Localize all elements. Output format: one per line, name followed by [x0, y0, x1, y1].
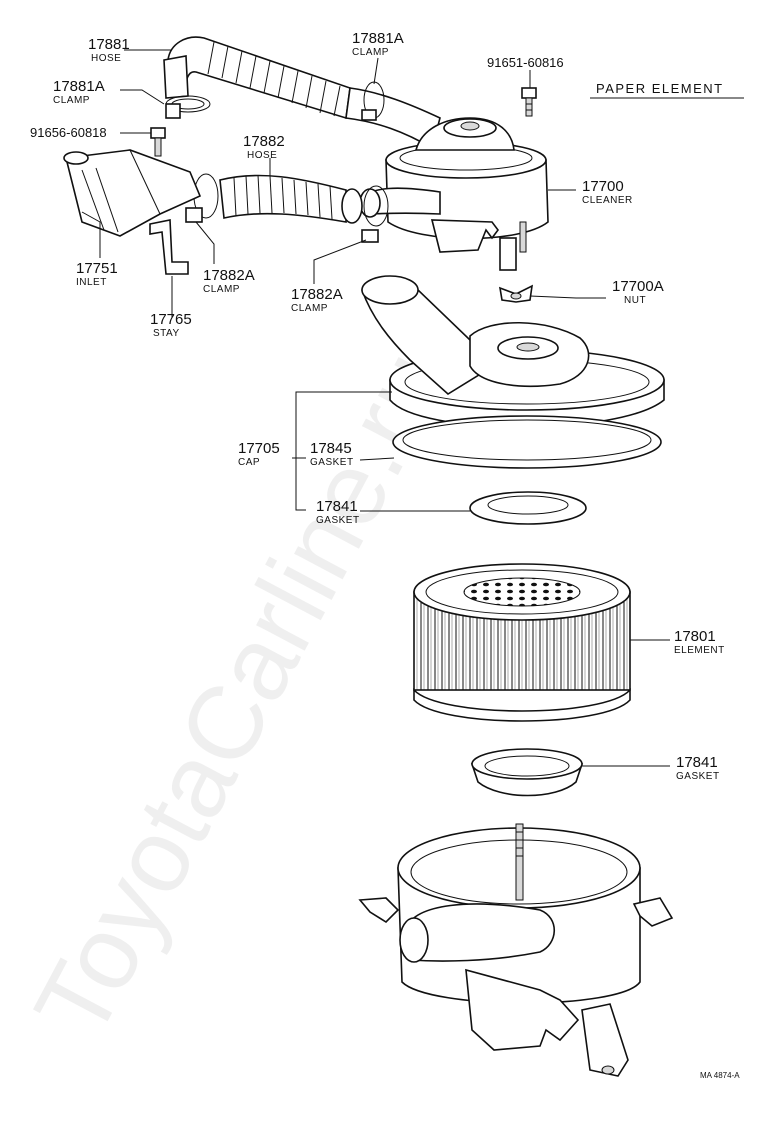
svg-text:CLAMP: CLAMP [291, 303, 328, 314]
cap-17705-drawing [361, 275, 665, 428]
label-bolt-91656: 91656-60818 [30, 125, 107, 140]
label-gasket-17841-lower: 17841 GASKET [676, 754, 720, 782]
svg-text:17882A: 17882A [203, 267, 255, 284]
svg-text:HOSE: HOSE [91, 53, 121, 64]
svg-text:17882A: 17882A [291, 286, 343, 303]
cleaner-17700-drawing [359, 117, 549, 271]
svg-text:17845: 17845 [310, 440, 352, 457]
svg-text:GASKET: GASKET [310, 457, 354, 468]
leader-lines [81, 49, 670, 767]
gasket-17841-lower-drawing [470, 748, 584, 797]
svg-text:17705: 17705 [238, 440, 280, 457]
svg-text:CAP: CAP [238, 457, 260, 468]
bolt-91651-drawing [521, 87, 537, 117]
svg-text:17841: 17841 [676, 754, 718, 771]
label-clamp-17881a-left: 17881A CLAMP [53, 78, 105, 106]
bolt-91656-drawing [150, 127, 166, 157]
svg-text:17881A: 17881A [352, 30, 404, 47]
label-clamp-17882a-left: 17882A CLAMP [203, 267, 255, 295]
label-hose-17882: 17882 HOSE [243, 133, 285, 161]
svg-text:17751: 17751 [76, 260, 118, 277]
label-element-17801: 17801 ELEMENT [674, 628, 725, 656]
label-bolt-91651: 91651-60816 [487, 55, 564, 70]
svg-text:NUT: NUT [624, 295, 646, 306]
label-gasket-17841-upper: 17841 GASKET [316, 498, 360, 526]
clamp-17881a-left-drawing [165, 95, 211, 119]
clamp-17882a-mid-drawing [361, 185, 389, 243]
svg-text:INLET: INLET [76, 277, 107, 288]
figure-reference: MA 4874-A [700, 1071, 740, 1080]
svg-text:17700: 17700 [582, 178, 624, 195]
svg-text:17881: 17881 [88, 36, 130, 53]
gasket-17841-upper-drawing [469, 491, 587, 525]
clamp-17882a-left-drawing [185, 173, 219, 223]
svg-text:HOSE: HOSE [247, 150, 277, 161]
svg-text:ELEMENT: ELEMENT [674, 645, 725, 656]
label-clamp-17881a-top: 17881A CLAMP [352, 30, 404, 58]
svg-text:17801: 17801 [674, 628, 716, 645]
inlet-17751-drawing [63, 149, 202, 237]
svg-text:17700A: 17700A [612, 278, 664, 295]
stay-17765-drawing [149, 219, 189, 275]
svg-text:CLEANER: CLEANER [582, 195, 633, 206]
svg-text:STAY: STAY [153, 328, 180, 339]
hose-17881-drawing [163, 36, 441, 150]
svg-text:91651-60816: 91651-60816 [487, 55, 564, 70]
label-hose-17881: 17881 HOSE [88, 36, 130, 64]
svg-text:GASKET: GASKET [676, 771, 720, 782]
svg-text:GASKET: GASKET [316, 515, 360, 526]
diagram-title: PAPER ELEMENT [596, 81, 724, 96]
hose-17882-drawing [219, 174, 363, 224]
svg-text:17882: 17882 [243, 133, 285, 150]
svg-text:CLAMP: CLAMP [203, 284, 240, 295]
label-inlet-17751: 17751 INLET [76, 260, 118, 288]
gasket-17845-drawing [392, 415, 662, 469]
case-drawing [358, 823, 674, 1077]
label-cap-17705: 17705 CAP [238, 440, 280, 468]
svg-text:91656-60818: 91656-60818 [30, 125, 107, 140]
label-cleaner-17700: 17700 CLEANER [582, 178, 633, 206]
element-17801-drawing [413, 563, 631, 722]
label-clamp-17882a-mid: 17882A CLAMP [291, 286, 343, 314]
svg-text:17841: 17841 [316, 498, 358, 515]
label-gasket-17845: 17845 GASKET [310, 440, 354, 468]
nut-17700a-drawing [498, 284, 534, 303]
svg-text:17881A: 17881A [53, 78, 105, 95]
svg-text:CLAMP: CLAMP [352, 47, 389, 58]
label-stay-17765: 17765 STAY [150, 311, 192, 339]
svg-text:17765: 17765 [150, 311, 192, 328]
svg-text:CLAMP: CLAMP [53, 95, 90, 106]
label-nut-17700a: 17700A NUT [612, 278, 664, 306]
